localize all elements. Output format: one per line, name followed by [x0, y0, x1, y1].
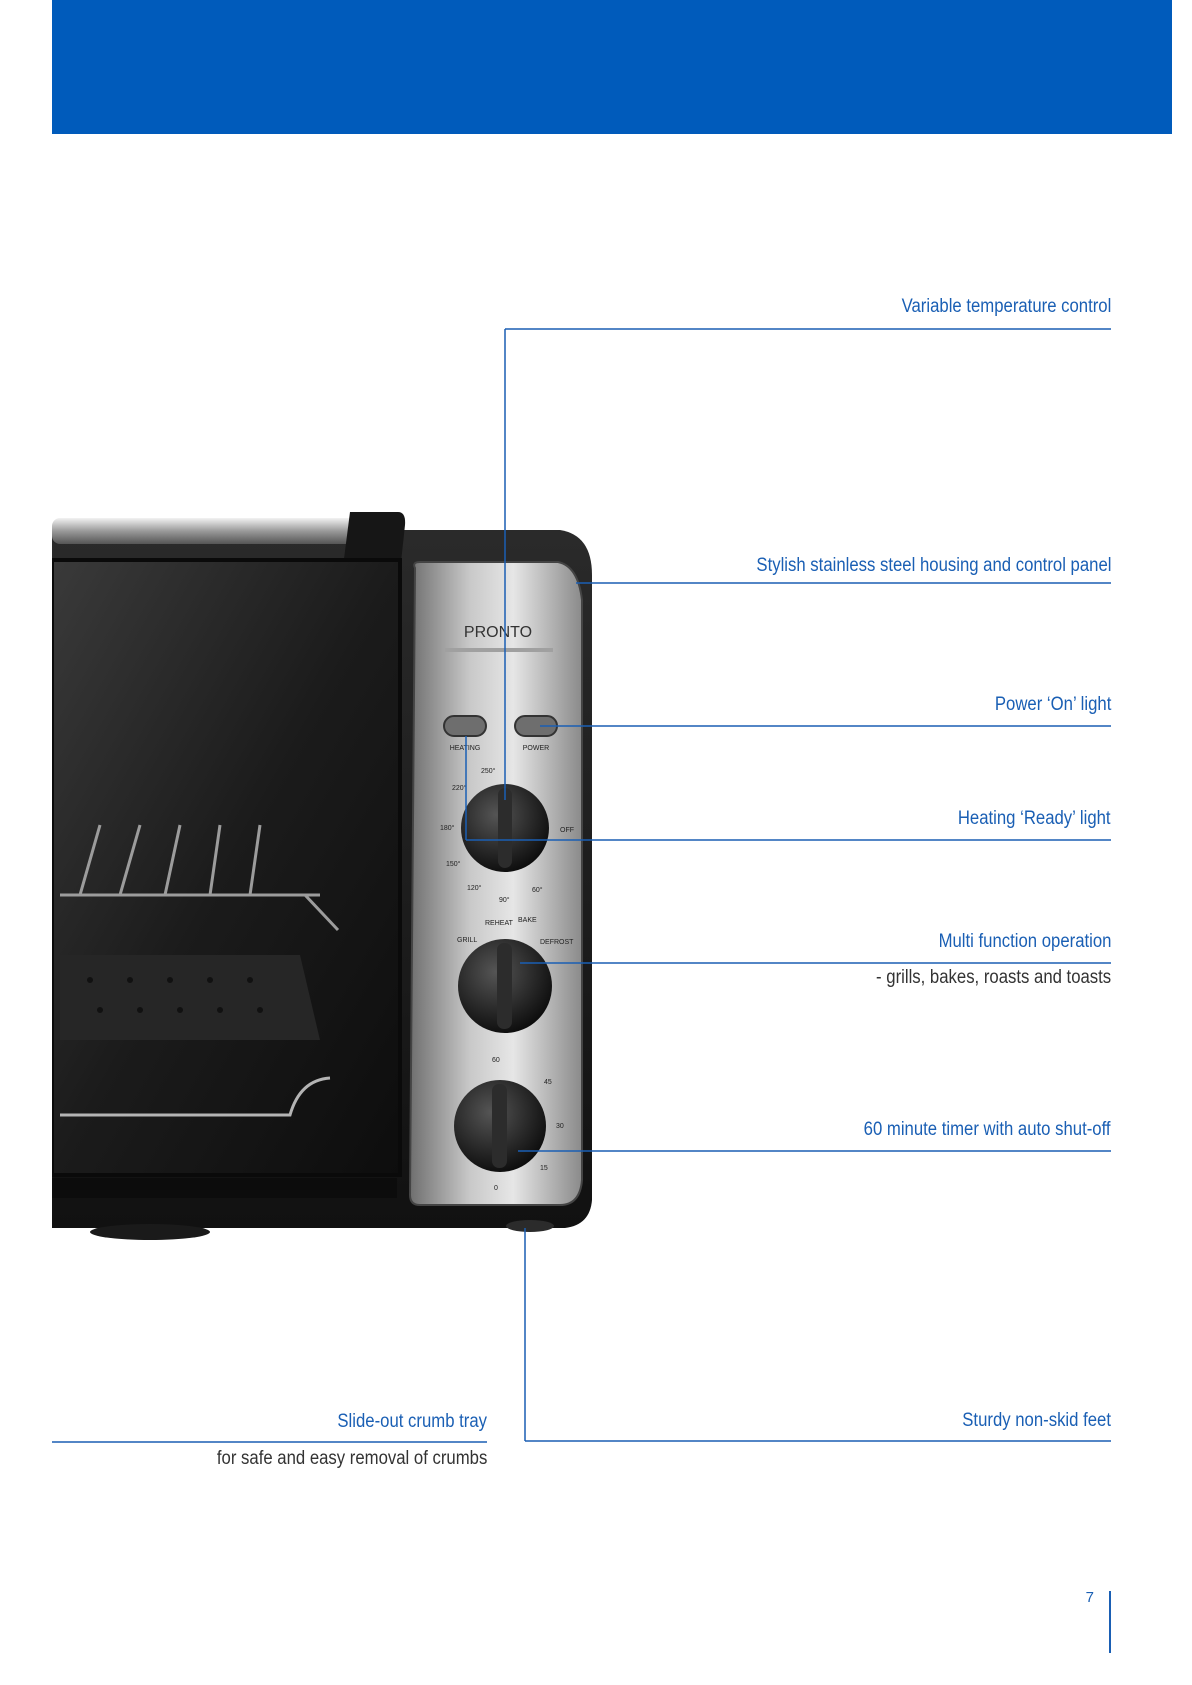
callout-timer: 60 minute timer with auto shut-off [864, 1119, 1111, 1140]
heating-label: HEATING [450, 745, 481, 752]
page-number: 7 [1085, 1589, 1094, 1606]
temp-mark-90: 90° [499, 896, 510, 904]
timer-mark-0: 0 [494, 1185, 498, 1192]
temp-mark-150: 150° [446, 860, 461, 868]
timer-mark-15: 15 [540, 1165, 548, 1172]
function-mark-grill: GRILL [457, 937, 477, 944]
temp-mark-180: 180° [440, 824, 455, 832]
function-mark-defrost: DEFROST [540, 939, 574, 946]
temp-mark-off: OFF [560, 827, 574, 834]
header-band [52, 0, 1172, 134]
callout-temperature-control: Variable temperature control [901, 296, 1111, 317]
temp-mark-120: 120° [467, 884, 482, 892]
function-mark-reheat: REHEAT [485, 920, 514, 927]
callout-crumb-tray-sub: for safe and easy removal of crumbs [216, 1448, 487, 1469]
brand-text: PRONTO [464, 624, 532, 641]
function-mark-bake: BAKE [518, 917, 537, 924]
temp-mark-60: 60° [532, 886, 543, 894]
timer-mark-45: 45 [544, 1079, 552, 1086]
callout-non-skid-feet: Sturdy non-skid feet [962, 1410, 1111, 1431]
temp-mark-250: 250° [481, 767, 496, 775]
callout-multi-function: Multi function operation [938, 931, 1111, 952]
temp-mark-220: 220° [452, 784, 467, 792]
callout-power-light: Power ‘On’ light [994, 694, 1111, 715]
callout-ready-light: Heating ‘Ready’ light [958, 808, 1111, 829]
timer-mark-30: 30 [556, 1123, 564, 1130]
callout-crumb-tray: Slide-out crumb tray [337, 1411, 487, 1432]
power-label: POWER [523, 745, 549, 752]
callout-multi-function-sub: - grills, bakes, roasts and toasts [875, 967, 1111, 988]
timer-mark-60: 60 [492, 1057, 500, 1064]
callout-steel-housing: Stylish stainless steel housing and cont… [755, 555, 1111, 576]
